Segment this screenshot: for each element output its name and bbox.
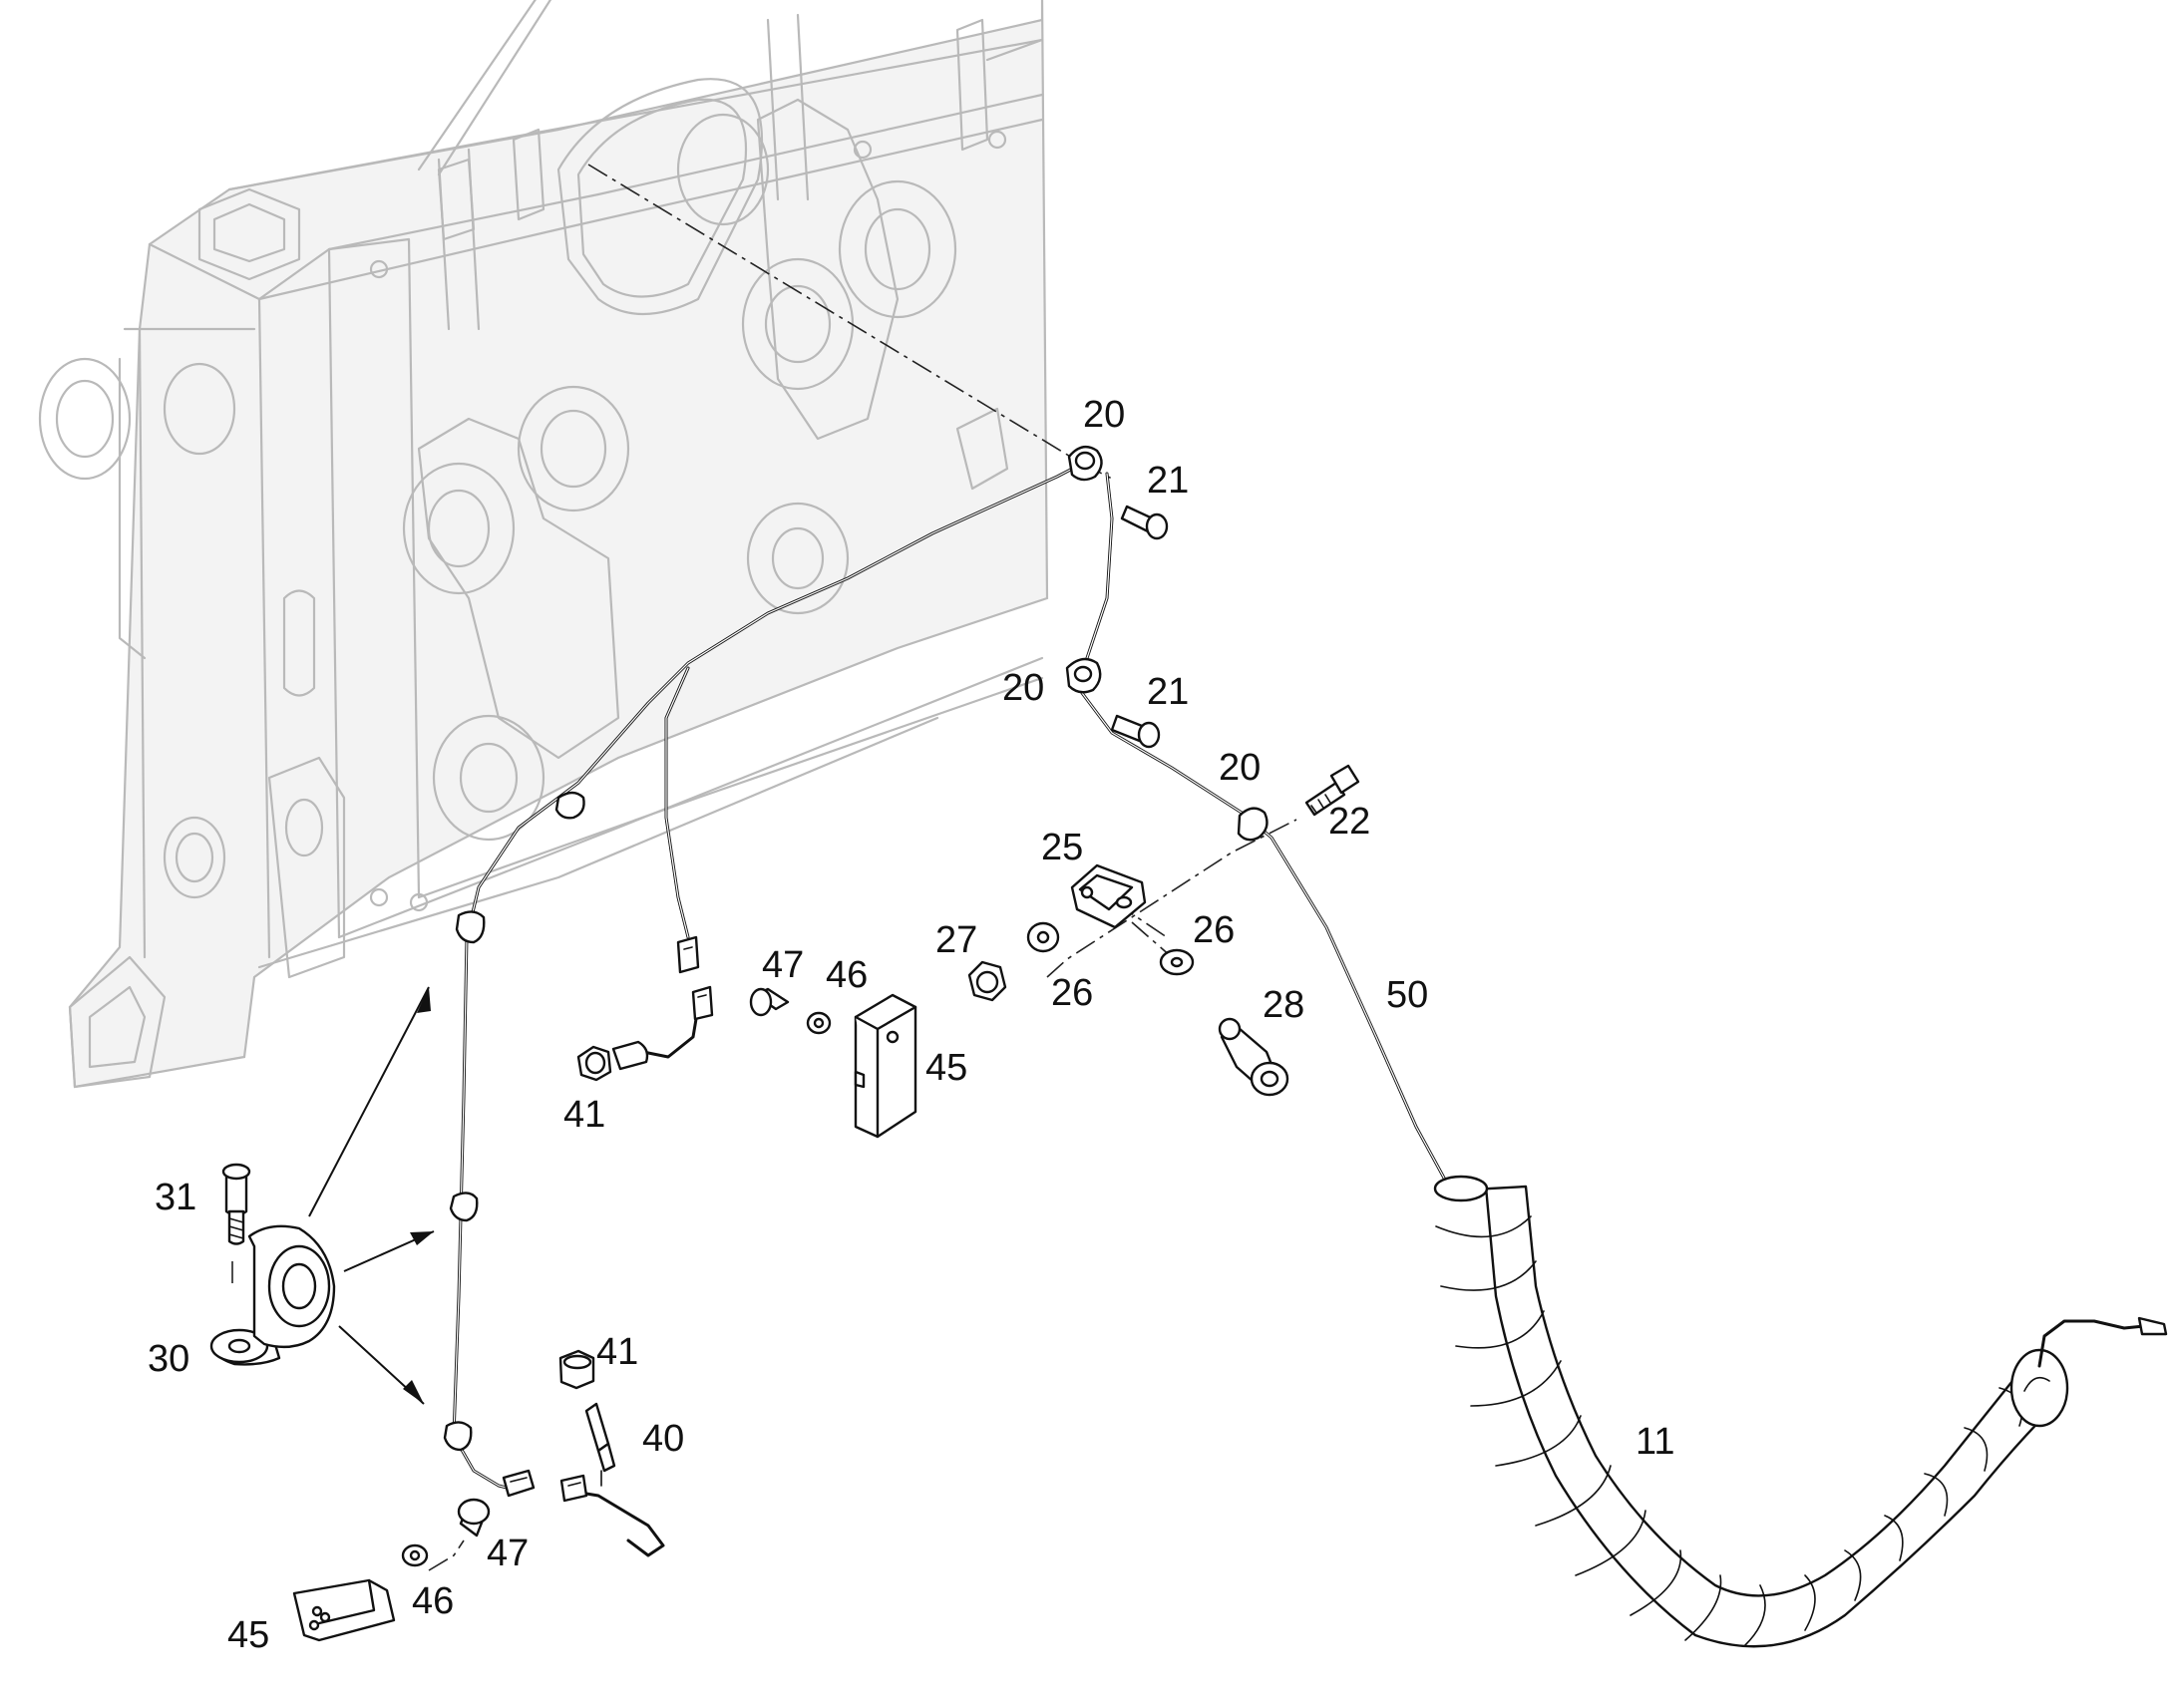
- harness-clips: [443, 445, 1269, 1452]
- screw-21-middle: [1110, 714, 1161, 749]
- callout-30: 30: [148, 1338, 189, 1380]
- sensor-41-lower: [558, 1349, 595, 1390]
- pin-28: [1218, 1017, 1289, 1097]
- sensor-41-top: [576, 1040, 649, 1082]
- screw-21-top: [1120, 505, 1169, 540]
- clip-20-middle: [1065, 657, 1102, 694]
- clamp-30: [209, 1224, 336, 1366]
- bolt-22: [1304, 764, 1360, 817]
- clip-harness-4: [443, 1421, 473, 1452]
- callout-46-top: 46: [826, 954, 868, 996]
- callout-22: 22: [1328, 801, 1370, 843]
- callout-40: 40: [642, 1418, 684, 1460]
- callout-20-lower: 20: [1219, 747, 1261, 789]
- callout-26-right: 26: [1193, 909, 1235, 951]
- callout-26-left: 26: [1051, 972, 1093, 1014]
- callout-11: 11: [1635, 1421, 1674, 1463]
- callout-25: 25: [1041, 827, 1083, 868]
- connector-lower: [502, 1469, 588, 1503]
- washer-26-right: [1159, 948, 1195, 976]
- callout-46-lower: 46: [412, 1580, 454, 1622]
- clip-20-top: [1067, 445, 1103, 482]
- clip-20-lower: [1237, 807, 1269, 842]
- callout-45-top: 45: [925, 1047, 967, 1089]
- screw-47-lower: [457, 1498, 491, 1537]
- callout-labels: 20 21 20 21 20 22 25 27 26 26 28 50 47 4…: [148, 394, 1674, 1656]
- protective-hose-11: [1433, 1175, 2168, 1648]
- clip-harness-1: [554, 791, 585, 820]
- plate-45-top: [854, 993, 917, 1139]
- callout-28: 28: [1263, 984, 1304, 1026]
- callout-41-top: 41: [563, 1094, 605, 1136]
- washer-46-top: [806, 1011, 832, 1035]
- callout-20-middle: 20: [1002, 667, 1044, 709]
- clip-harness-2: [455, 910, 486, 944]
- callout-47-lower: 47: [487, 1533, 529, 1574]
- callout-50: 50: [1386, 974, 1428, 1016]
- callout-47-top: 47: [762, 944, 804, 986]
- bracket-25: [1070, 863, 1147, 929]
- clamp-arrows: [308, 986, 435, 1405]
- background-frame-carriage: [38, 0, 1049, 1089]
- callout-27: 27: [935, 919, 977, 961]
- sensor-40: [584, 1402, 616, 1487]
- callout-21-middle: 21: [1147, 671, 1189, 713]
- callout-45-lower: 45: [227, 1614, 269, 1656]
- washer-26-left: [1026, 921, 1060, 953]
- connector-top: [676, 935, 714, 1021]
- callout-21-top: 21: [1147, 460, 1189, 502]
- callout-31: 31: [155, 1177, 196, 1218]
- nut-27: [967, 960, 1007, 1002]
- plate-45-lower: [292, 1578, 396, 1642]
- screw-47-top: [749, 987, 790, 1017]
- wiring-harness: [452, 462, 1448, 1557]
- clip-harness-3: [449, 1192, 479, 1222]
- callout-41-lower: 41: [596, 1331, 638, 1373]
- cap-screw-31: [221, 1163, 251, 1245]
- callout-20-top: 20: [1083, 394, 1125, 436]
- washer-46-lower: [401, 1543, 429, 1567]
